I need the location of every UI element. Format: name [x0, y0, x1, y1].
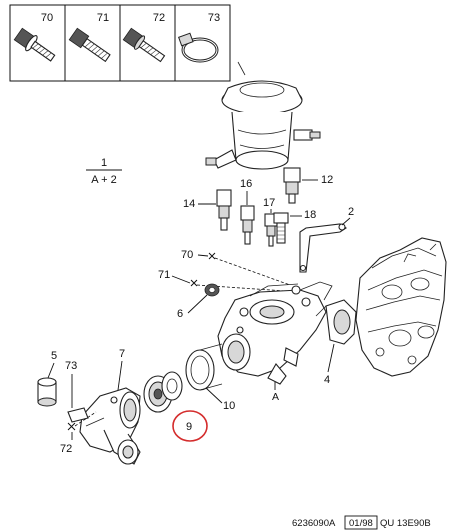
- callout-18: 18: [304, 209, 316, 221]
- bracket-2: [299, 223, 347, 273]
- bolt-18: [273, 212, 289, 244]
- callout-71: 71: [158, 269, 170, 281]
- callout-5: 5: [51, 350, 57, 362]
- engine-block: [355, 237, 447, 377]
- bolt-with-flange-icon: [122, 27, 166, 63]
- footer-date-box: [344, 515, 378, 530]
- kit-label-73: 73: [208, 12, 220, 24]
- callout-17: 17: [263, 197, 275, 209]
- kit-label-71: 71: [97, 12, 109, 24]
- gasket-10: [185, 343, 223, 391]
- filter-housing: [205, 61, 321, 170]
- washer-6: [204, 283, 220, 297]
- thermostat-housing: [217, 281, 333, 385]
- callout-14: 14: [183, 198, 195, 210]
- footer-date: 01/98: [349, 518, 373, 529]
- thermostat-9: [143, 371, 183, 413]
- sensor-16: [240, 205, 255, 245]
- bolt-with-washer-icon: [13, 27, 56, 62]
- bolt-icon: [68, 27, 111, 63]
- footer-code: 6236090A: [292, 518, 336, 529]
- callout-70: 70: [181, 249, 193, 261]
- footer-ref: QU 13E90B: [380, 518, 431, 529]
- reference-sublabel: A + 2: [91, 174, 116, 186]
- callout-73: 73: [65, 360, 77, 372]
- hose-clamp-icon: [178, 32, 219, 63]
- callout-72: 72: [60, 443, 72, 455]
- outlet-flange-4: [315, 299, 357, 345]
- highlight-circle: [172, 410, 208, 442]
- callout-2: 2: [348, 206, 354, 218]
- callout-4: 4: [324, 374, 330, 386]
- kit-box: [9, 4, 231, 82]
- callout-6: 6: [177, 308, 183, 320]
- elbow-housing-7: [67, 387, 141, 465]
- callout-16: 16: [240, 178, 252, 190]
- kit-label-72: 72: [153, 12, 165, 24]
- callout-A: A: [272, 391, 279, 403]
- callout-9: 9: [186, 421, 192, 433]
- callout-10: 10: [223, 400, 235, 412]
- kit-label-70: 70: [41, 12, 53, 24]
- callout-12: 12: [321, 174, 333, 186]
- sensor-12: [283, 167, 301, 204]
- cap-5: [37, 377, 57, 407]
- reference-label: 1: [101, 157, 107, 169]
- callout-7: 7: [119, 348, 125, 360]
- sensor-14: [216, 189, 232, 231]
